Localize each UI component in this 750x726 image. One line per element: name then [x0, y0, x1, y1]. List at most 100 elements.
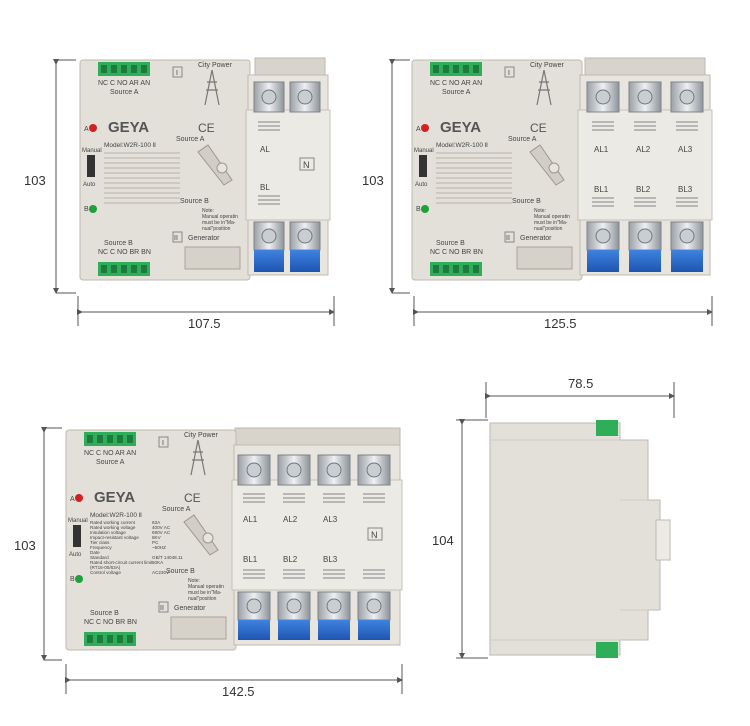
side-green-terminal-bottom [596, 642, 618, 658]
terminal-block-b [98, 262, 150, 276]
model-label: Model:W2R-100 Ⅱ [436, 142, 488, 149]
power-tower-icon [536, 69, 552, 106]
pole-terminals [253, 81, 321, 272]
roman-one: I [176, 70, 178, 77]
terminal-block-a [430, 62, 482, 76]
svg-text:Frequency: Frequency [90, 545, 112, 550]
svg-text:8KV: 8KV [152, 535, 162, 540]
source-b-bottom-label: Source B [104, 240, 133, 247]
svg-text:Insulation voltage: Insulation voltage [90, 530, 126, 535]
phase-bottom-1: BL2 [636, 185, 651, 194]
roman-two: II [506, 235, 510, 242]
svg-text:Rated working voltage: Rated working voltage [90, 525, 136, 530]
manual-switch[interactable] [419, 155, 427, 177]
handle-lever[interactable] [197, 144, 233, 186]
roman-one: I [508, 70, 510, 77]
pole-terminals [237, 454, 391, 640]
manual-switch[interactable] [87, 155, 95, 177]
terminal-block-b [430, 262, 482, 276]
pole-terminals [586, 81, 704, 272]
generator-label: Generator [520, 235, 552, 242]
source-b-bottom-label: Source B [436, 240, 465, 247]
vent-slots [258, 121, 280, 205]
svg-text:Date: Date [90, 550, 100, 555]
side-green-terminal-top [596, 420, 618, 436]
terminals-a-label: NC C NO AR AN [430, 80, 482, 87]
svg-text:Tier class: Tier class [90, 540, 110, 545]
svg-text:Manual operatin: Manual operatin [534, 214, 570, 220]
note-text: Note: Manual operatin must be in"Ma- nua… [534, 208, 570, 232]
city-power-label: City Power [198, 62, 233, 69]
source-b-bottom-label: Source B [90, 610, 119, 617]
led-a-label: A [416, 126, 421, 133]
led-b-label: B [84, 206, 89, 213]
svg-text:must be in"Ma-: must be in"Ma- [188, 590, 222, 596]
led-green-icon [89, 205, 97, 213]
generator-label: Generator [188, 235, 220, 242]
svg-text:nual"position: nual"position [534, 226, 563, 232]
dim-4p: 103 142.5 [14, 427, 403, 699]
phase-top-1: AL2 [283, 515, 298, 524]
width-4p: 142.5 [222, 684, 255, 699]
neutral-label: N [303, 160, 310, 170]
source-a-top-label: Source A [110, 89, 139, 96]
phase-top-2: AL3 [323, 515, 338, 524]
side-handle [655, 519, 671, 561]
width-3p: 125.5 [544, 316, 577, 331]
handle-lever[interactable] [529, 144, 565, 186]
dim-3p: 103 125.5 [362, 59, 713, 331]
led-red-icon [75, 494, 83, 502]
ce-mark: CE [184, 491, 201, 505]
model-label: Model:W2R-100 Ⅱ [104, 142, 156, 149]
terminal-block-a [98, 62, 150, 76]
svg-text:nual"position: nual"position [188, 596, 217, 602]
led-b-label: B [70, 576, 75, 583]
svg-text:63A: 63A [152, 520, 161, 525]
city-power-label: City Power [184, 432, 219, 439]
terminals-b-label: NC C NO BR BN [84, 619, 137, 626]
led-green-icon [75, 575, 83, 583]
svg-text:50KA: 50KA [152, 560, 164, 565]
svg-text:400V AC: 400V AC [152, 525, 171, 530]
phase-bottom-1: BL2 [283, 555, 298, 564]
height-3p: 103 [362, 173, 384, 188]
model-label: Model:W2R-100 Ⅱ [90, 512, 142, 519]
vent-slots [592, 121, 698, 207]
svg-text:690V AC: 690V AC [152, 530, 171, 535]
auto-label: Auto [69, 552, 82, 558]
svg-text:nual"position: nual"position [202, 226, 231, 232]
phase-top-0: AL [260, 145, 270, 154]
dim-side: 78.5 104 [432, 376, 675, 659]
svg-text:GB/T 14048.11: GB/T 14048.11 [152, 555, 183, 560]
brand-logo: GEYA [108, 119, 149, 136]
note-text: Note: Manual operatin must be in"Ma- nua… [202, 208, 238, 232]
roman-two: II [160, 605, 164, 612]
spec-lines [104, 152, 180, 204]
height-4p: 103 [14, 538, 36, 553]
svg-text:Standard: Standard [90, 555, 109, 560]
side-housing [489, 422, 661, 656]
svg-text:Rated working current: Rated working current [90, 520, 136, 525]
manual-label: Manual [82, 148, 102, 154]
auto-label: Auto [83, 182, 96, 188]
roman-one: I [162, 440, 164, 447]
source-a-top-label: Source A [442, 89, 471, 96]
manual-switch[interactable] [73, 525, 81, 547]
source-a-label: Source A [162, 506, 191, 513]
phase-bottom-0: BL [260, 183, 270, 192]
phase-bottom-0: BL1 [594, 185, 609, 194]
height-2p: 103 [24, 173, 46, 188]
svg-text:PC: PC [152, 540, 159, 545]
phase-top-2: AL3 [678, 145, 693, 154]
svg-text:Note:: Note: [188, 578, 200, 584]
atse-3p-unit: NC C NO AR AN Source A I City Power A GE… [411, 57, 713, 281]
svg-text:Impact-resistant voltage: Impact-resistant voltage [90, 535, 139, 540]
generator-icon [516, 246, 573, 270]
spec-lines [436, 152, 512, 204]
phase-bottom-0: BL1 [243, 555, 258, 564]
source-b-label: Source B [180, 198, 209, 205]
width-2p: 107.5 [188, 316, 221, 331]
side-height: 104 [432, 533, 454, 548]
handle-lever[interactable] [183, 514, 219, 556]
terminal-block-a [84, 432, 136, 446]
